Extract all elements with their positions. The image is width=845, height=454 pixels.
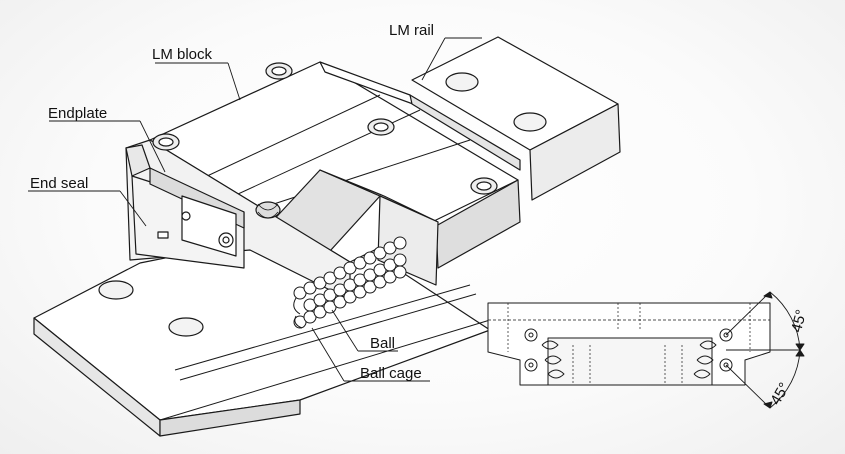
cross-section (487, 291, 805, 409)
rail-hole-icon (98, 280, 134, 300)
ball-cage (293, 236, 407, 329)
label-lm-rail: LM rail (389, 22, 435, 39)
label-end-seal: End seal (30, 175, 89, 192)
ball-row-upper (293, 236, 407, 300)
label-ball-cage: Ball cage (360, 365, 422, 382)
label-endplate: Endplate (48, 105, 108, 122)
rail-hole-icon (445, 72, 479, 92)
label-lm-block: LM block (152, 46, 213, 63)
ball-row-lower (293, 265, 407, 329)
endplate-assembly (125, 61, 521, 269)
rail-hole-icon (513, 112, 547, 132)
label-ball: Ball (370, 335, 396, 352)
leader-lines (28, 37, 482, 382)
rail-hole-icon (168, 317, 204, 337)
grease-nipple-icon (181, 211, 191, 221)
